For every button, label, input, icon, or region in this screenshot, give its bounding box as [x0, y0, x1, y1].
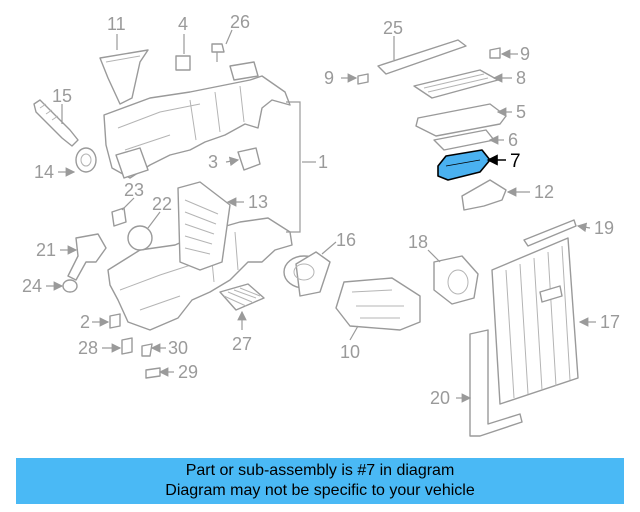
callout-7: 7	[510, 151, 521, 172]
bracket-part-3	[237, 147, 261, 171]
parts-diagram: 11 4 26 25 9 15 9 8 5 6 7 1 3 14 12 23 1…	[22, 12, 620, 437]
callout-28: 28	[78, 338, 98, 358]
part-1-bracket	[286, 101, 301, 233]
blower-motor-part-16	[283, 251, 331, 297]
callout-3: 3	[208, 152, 218, 172]
fitting-part-23	[111, 207, 127, 227]
vent-part	[229, 61, 259, 81]
callout-30: 30	[168, 338, 188, 358]
callout-numbers: 11 4 26 25 9 15 9 8 5 6 7 1 3 14 12 23 1…	[22, 12, 620, 408]
info-banner: Part or sub-assembly is #7 in diagram Di…	[16, 458, 624, 504]
upper-heater-housing	[103, 75, 291, 179]
callout-23: 23	[124, 180, 144, 200]
clip-part-9-lower	[357, 73, 369, 85]
callout-17: 17	[600, 312, 620, 332]
callout-9-right: 9	[520, 44, 530, 64]
callout-18: 18	[408, 232, 428, 252]
callout-26: 26	[230, 12, 250, 32]
control-module-part-10	[335, 277, 421, 331]
clip-part-28	[121, 337, 133, 355]
clip-part-29	[145, 367, 161, 379]
trim-part-25	[377, 39, 467, 75]
clip-part-30	[141, 343, 153, 357]
cap-part-22	[127, 225, 153, 251]
callout-14: 14	[34, 162, 54, 182]
callout-19: 19	[594, 218, 614, 238]
sensor-part-15	[33, 99, 79, 147]
callout-27: 27	[232, 334, 252, 354]
callout-20: 20	[430, 388, 450, 408]
callout-25: 25	[383, 18, 403, 38]
callout-22: 22	[152, 194, 172, 214]
callout-24: 24	[22, 276, 42, 296]
callout-5: 5	[516, 102, 526, 122]
seal-part-19	[523, 219, 577, 247]
callout-10: 10	[340, 342, 360, 362]
callout-9-left: 9	[324, 68, 334, 88]
callout-29: 29	[178, 362, 198, 382]
callout-15: 15	[52, 86, 72, 106]
nut-part-24	[62, 279, 78, 293]
grommet-part-14	[75, 147, 97, 173]
banner-line-part-info: Part or sub-assembly is #7 in diagram	[185, 462, 455, 479]
seal-part-20	[469, 329, 523, 437]
callout-2: 2	[80, 312, 90, 332]
clip-part-2	[109, 313, 121, 329]
grille-part-27	[219, 283, 265, 311]
callout-6: 6	[508, 130, 518, 150]
banner-line-disclaimer: Diagram may not be specific to your vehi…	[165, 482, 475, 499]
filter-part-8	[413, 69, 499, 99]
housing-part-5	[415, 103, 507, 137]
callout-8: 8	[516, 68, 526, 88]
callout-1: 1	[318, 152, 328, 172]
callout-12: 12	[534, 182, 554, 202]
actuator-part-21	[67, 233, 107, 281]
callout-16: 16	[336, 230, 356, 250]
heater-core-part-13	[177, 181, 231, 271]
screw-part-26	[211, 43, 225, 62]
callout-21: 21	[36, 240, 56, 260]
clip-part-4	[175, 55, 191, 71]
callout-11: 11	[107, 14, 126, 34]
bracket-part-12	[461, 179, 507, 211]
callout-4: 4	[178, 14, 188, 34]
highlighted-part-7[interactable]	[437, 149, 491, 181]
leader-lines	[46, 29, 596, 403]
callout-13: 13	[248, 192, 268, 212]
heater-core-part-17	[491, 237, 579, 405]
housing-part-18	[433, 255, 479, 305]
air-duct-part-11	[99, 49, 149, 105]
clip-part-9-upper	[489, 47, 501, 59]
